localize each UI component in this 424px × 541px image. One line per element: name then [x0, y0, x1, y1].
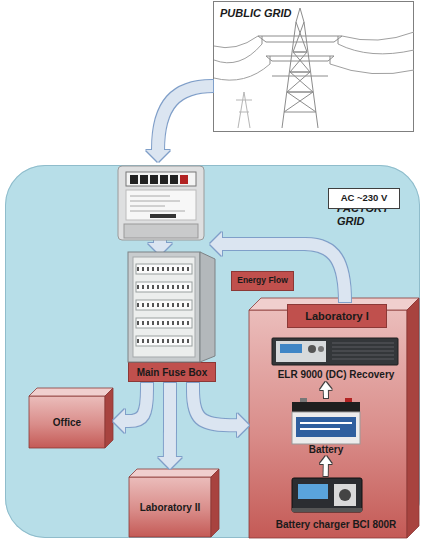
cabinet-body [128, 252, 200, 362]
power-line [214, 32, 414, 80]
cube-front [29, 396, 105, 448]
node-label: Office [29, 396, 105, 448]
battery-lid [292, 402, 360, 412]
fuse-box-node: Main Fuse Box [124, 250, 216, 383]
battery-body [292, 412, 360, 444]
grid-box: PUBLIC GRID [213, 1, 414, 132]
battery-node: Battery [288, 398, 364, 456]
counter-cell [150, 175, 158, 184]
electricity-meter [118, 166, 204, 240]
cube-front [129, 477, 211, 537]
fuse-cabinet [128, 252, 215, 362]
meter-plate [126, 190, 196, 220]
laboratory-block: Laboratory I ELR 9000 (DC) RecoveryBatter… [249, 298, 419, 538]
flow-label-box: Energy Flow [231, 271, 294, 291]
flow-arrow [193, 383, 237, 425]
counter-cell [180, 175, 188, 184]
flow-arrow [164, 383, 176, 457]
din-rail [136, 336, 192, 346]
terminal-cover [124, 224, 198, 238]
counter-cell [160, 175, 168, 184]
cube-side [105, 388, 113, 448]
node-label: Energy Flow [231, 271, 294, 291]
flow-arrow [324, 464, 328, 476]
meter-body [118, 166, 204, 240]
battery-terminal [345, 398, 352, 403]
battery-band [296, 417, 356, 437]
insulator [262, 36, 338, 64]
din-rail [136, 300, 192, 310]
cube-side [211, 469, 219, 537]
battery-illustration [292, 398, 360, 444]
feedback-arrow [222, 244, 345, 302]
node-label: FACTORY GRID [337, 207, 419, 222]
device-display [280, 344, 302, 353]
counter-cell [170, 175, 178, 184]
device-node: ELR 9000 (DC) Recovery [262, 334, 410, 382]
din-rail [136, 318, 192, 328]
supply-arrow [158, 86, 213, 150]
din-rail [136, 282, 192, 292]
device-case [272, 338, 398, 365]
node-label: ELR 9000 (DC) Recovery [262, 366, 410, 382]
grid-area: FACTORY GRIDAC ~230 V Energy FlowMain Fus… [5, 165, 420, 538]
laboratory-block: Laboratory II [129, 469, 219, 537]
elr-device [272, 338, 398, 365]
meter-disk [150, 214, 176, 218]
node-label: Main Fuse Box [128, 362, 216, 382]
device-vents [332, 343, 394, 359]
charger-illustration [292, 478, 362, 512]
pylon-arm [258, 36, 342, 76]
plate-marking [130, 196, 185, 211]
meter-arrow [154, 240, 166, 243]
flow-arrow [125, 383, 147, 421]
battery-stripes [300, 423, 352, 429]
charger-base [292, 508, 362, 512]
distant-pylon [236, 92, 252, 128]
counter-cell [140, 175, 148, 184]
node-label: PUBLIC GRID [220, 5, 350, 21]
node-label: Laboratory II [129, 477, 211, 537]
cube-side [407, 298, 419, 538]
charger-panel [334, 484, 356, 506]
cube-top [29, 388, 113, 396]
cabinet-panel [133, 257, 195, 357]
pylon-illustration [214, 8, 414, 128]
flow-arrow [324, 390, 328, 398]
charger-display [298, 484, 328, 499]
breaker-switches [137, 269, 191, 341]
meter-window [126, 172, 196, 186]
node-label: AC ~230 V [328, 188, 400, 209]
node-label: Laboratory I [287, 304, 387, 328]
node-label: Battery [288, 443, 364, 456]
voltage-box: AC ~230 V [328, 188, 400, 209]
device-knob [308, 345, 316, 353]
cube-front [249, 310, 407, 538]
cube-top [129, 469, 219, 477]
battery-terminal [300, 398, 307, 403]
counter-cell [130, 175, 138, 184]
device-knob [318, 346, 324, 352]
device-panel [276, 341, 326, 362]
charger-knob [339, 489, 351, 501]
charger-node: Battery charger BCI 800R [262, 476, 410, 534]
din-rail [136, 264, 192, 274]
pylon-bracing [284, 22, 316, 112]
cube-outline [249, 298, 419, 538]
office-block: Office [29, 388, 113, 448]
charger-case [292, 478, 362, 512]
pylon-leg [282, 8, 318, 128]
node-label: Battery charger BCI 800R [262, 516, 410, 532]
cabinet-door [200, 252, 215, 362]
